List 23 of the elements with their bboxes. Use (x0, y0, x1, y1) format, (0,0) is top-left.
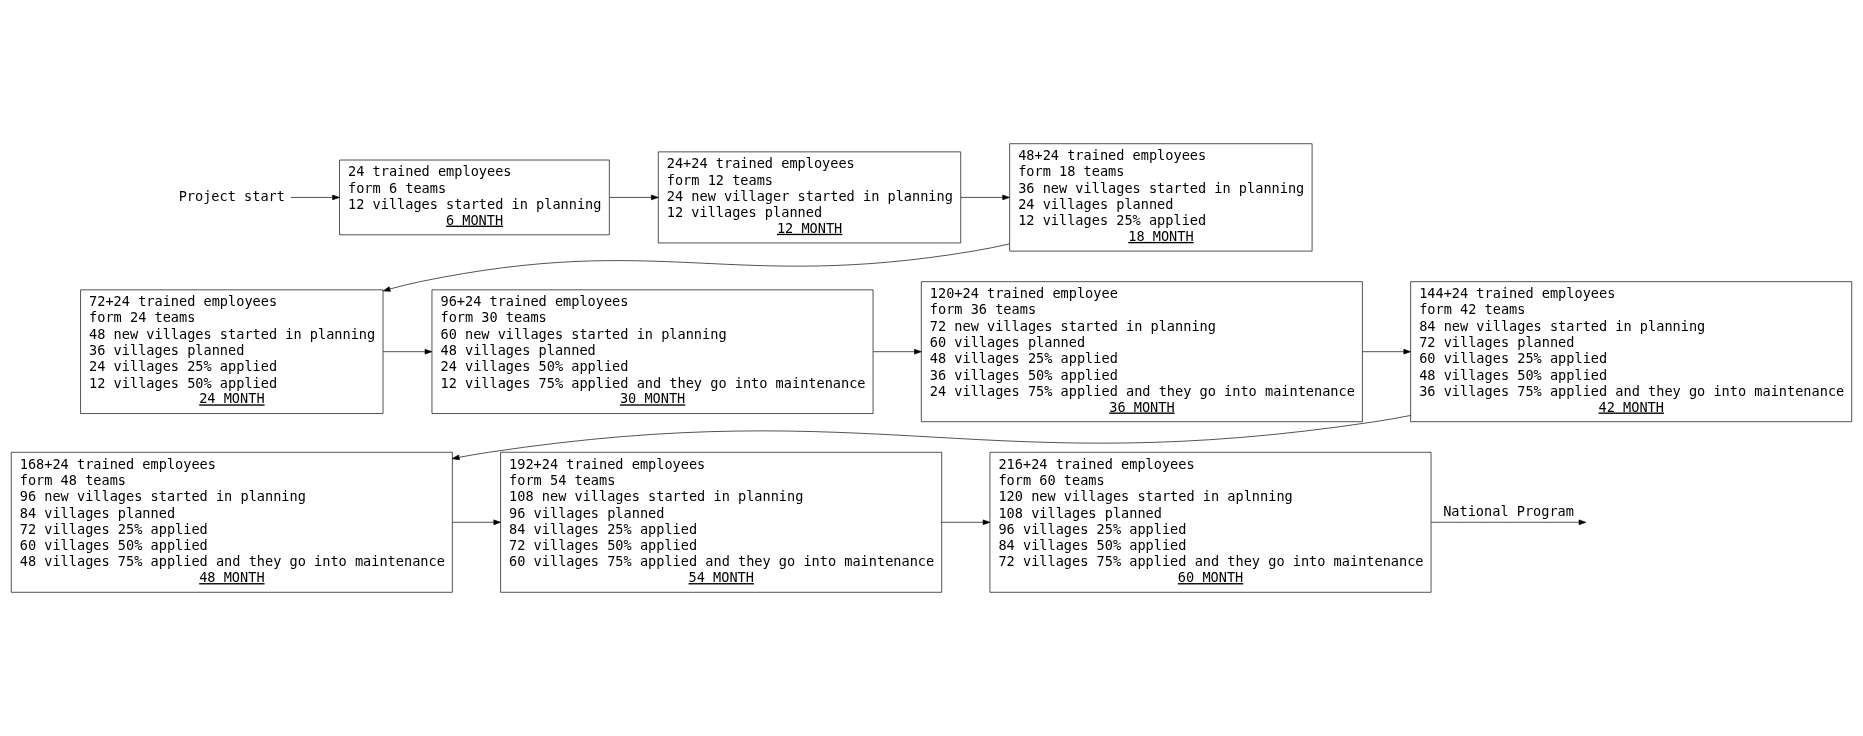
arrow (872, 348, 922, 355)
node-box: 24+24 trained employees form 12 teams 24 new villager started in planning 12 villages planned 12 MONTH (657, 151, 962, 244)
node-text: Project start (178, 187, 285, 204)
node-box: 72+24 trained employees form 24 teams 48 new villages started in planning 36 villages planned 24 villages 25% applied 12 villages 50% applied 24 MONTH (80, 289, 384, 414)
arrow (1430, 519, 1587, 525)
node-box: 144+24 trained employees form 42 teams 84 new villages started in planning 72 villages planned 60 villages 25% applied 48 villages 50% applied 36 villages 75% applied and they go into maintenance 42 MONTH (1410, 281, 1853, 423)
arrow (452, 519, 501, 525)
node-box: 48+24 trained employees form 18 teams 36 new villages started in planning 24 villages planned 12 villages 25% applied 18 MONTH (1009, 143, 1313, 252)
arrow (290, 194, 340, 201)
node-box: 96+24 trained employees form 30 teams 60 new villages started in planning 48 villages planned 24 villages 50% applied 12 villages 75% applied and they go into maintenance 30 MONTH (431, 289, 874, 414)
node-box: 168+24 trained employees form 48 teams 96 new villages started in planning 84 villages planned 72 villages 25% applied 60 villages 50% applied 48 villages 75% applied and they go into maintenance 48 MONTH (10, 451, 453, 593)
node-box: 216+24 trained employees form 60 teams 120 new villages started in aplnning 108 villages planned 96 villages 25% applied 84 villages 50% applied 72 villages 75% applied and they go into maintenance 60 MONTH (989, 451, 1432, 593)
arrow (960, 194, 1010, 201)
arrow (941, 519, 991, 525)
node-box: 24 trained employees form 6 teams 12 villages started in planning 6 MONTH (339, 159, 610, 236)
edge-label: National Program (1443, 503, 1574, 520)
node-box: 192+24 trained employees form 54 teams 108 new villages started in planning 96 villages planned 84 villages 25% applied 72 villages 50% applied 60 villages 75% applied and they go into maintenance 54 MONTH (500, 451, 943, 593)
arrow (452, 415, 1411, 460)
arrow (382, 243, 1010, 292)
arrow (609, 194, 659, 201)
arrow (1362, 348, 1411, 355)
arrow (382, 348, 433, 355)
node-box: 120+24 trained employee form 36 teams 72 new villages started in planning 60 villages planned 48 villages 25% applied 36 villages 50% applied 24 villages 75% applied and they go into maintenance 36 MONTH (920, 281, 1363, 423)
